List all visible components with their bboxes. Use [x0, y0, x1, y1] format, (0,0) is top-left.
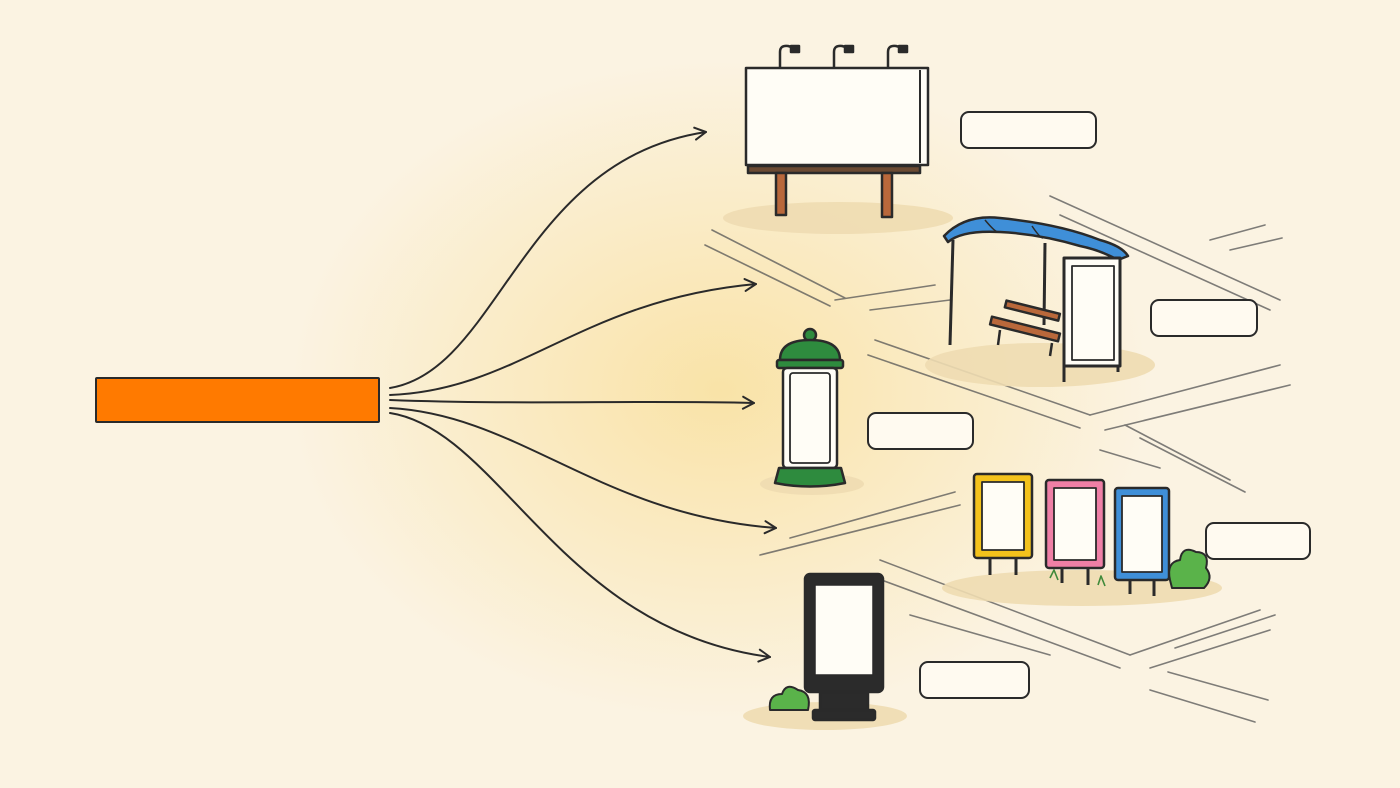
- arrow-to-digital-kiosk: [389, 412, 771, 663]
- label-billboard: [960, 111, 1097, 149]
- label-panel-display: [1205, 522, 1311, 560]
- connector-arrows: [389, 126, 777, 663]
- arrow-to-bus-shelter: [389, 278, 757, 396]
- label-advertising-column: [867, 412, 974, 450]
- label-bus-shelter: [1150, 299, 1258, 337]
- digital-kiosk-illustration: [768, 572, 885, 722]
- panel-display-illustration: [972, 472, 1211, 596]
- billboard-illustration: [744, 44, 930, 219]
- advertising-column-illustration: [773, 327, 847, 488]
- bus-shelter-illustration: [942, 216, 1130, 382]
- source-bar: [95, 377, 380, 423]
- arrow-to-panel-display: [389, 407, 777, 535]
- label-digital-kiosk: [919, 661, 1030, 699]
- arrow-to-billboard: [389, 126, 707, 389]
- background-glow: [290, 60, 1150, 720]
- arrow-to-advertising-column: [389, 395, 755, 410]
